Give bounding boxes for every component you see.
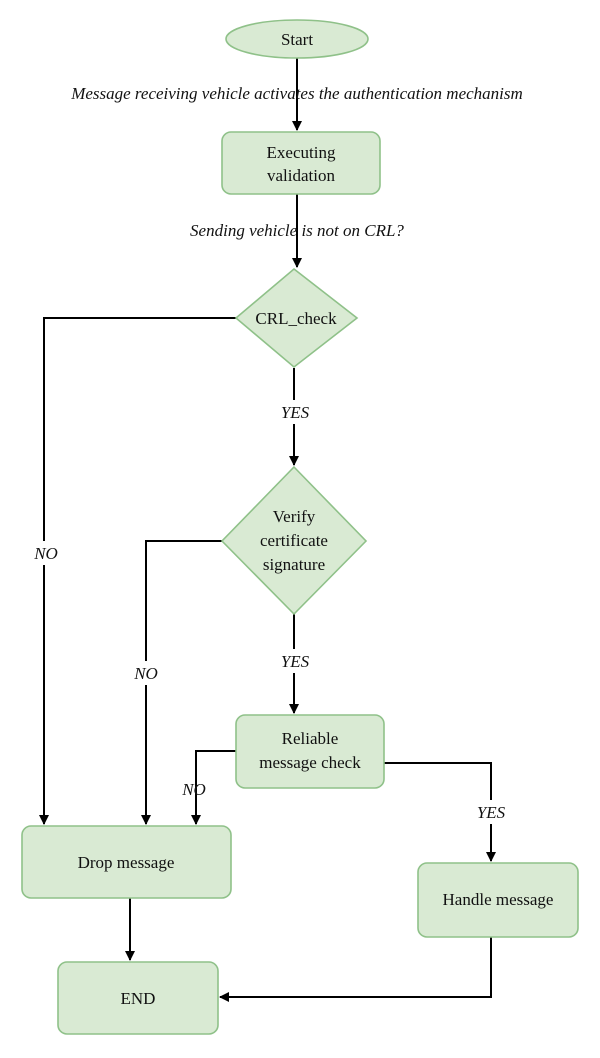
drop-message-label: Drop message <box>78 853 175 872</box>
edge-verify-no <box>141 540 222 825</box>
crl-check-label: CRL_check <box>255 309 337 328</box>
edge-label-reliable-yes: YES <box>477 803 506 822</box>
drop-message-node: Drop message <box>21 825 232 899</box>
edge-label-verify-no: NO <box>133 664 158 683</box>
edge-label-crl-yes: YES <box>281 403 310 422</box>
start-label: Start <box>281 30 313 49</box>
verify-label-line-1: Verify <box>273 507 316 526</box>
executing-validation-label-line-2: validation <box>267 166 335 185</box>
edge-label-crl-no: NO <box>33 544 58 563</box>
executing-validation-label-line-1: Executing <box>267 143 336 162</box>
crl-check-decision: CRL_check <box>234 267 359 369</box>
edge-label-verify-yes: YES <box>281 652 310 671</box>
end-label: END <box>121 989 156 1008</box>
edge-label-start-to-validation: Message receiving vehicle activates the … <box>70 84 523 103</box>
handle-message-node: Handle message <box>417 862 579 938</box>
edge-reliable-yes <box>384 762 496 862</box>
verify-label-line-3: signature <box>263 555 325 574</box>
executing-validation-node: Executing validation <box>221 131 381 195</box>
verify-label-line-2: certificate <box>260 531 328 550</box>
edge-reliable-no <box>191 750 236 825</box>
start-node: Start <box>225 19 369 59</box>
reliable-label-line-2: message check <box>259 753 361 772</box>
edge-handle-to-end <box>219 937 492 1002</box>
edge-label-reliable-no: NO <box>181 780 206 799</box>
edge-crl-no <box>39 317 236 825</box>
reliable-message-check-node: Reliable message check <box>235 714 385 789</box>
handle-message-label: Handle message <box>443 890 554 909</box>
edge-label-validation-to-crl: Sending vehicle is not on CRL? <box>190 221 404 240</box>
reliable-label-line-1: Reliable <box>282 729 339 748</box>
verify-certificate-signature-decision: Verify certificate signature <box>220 465 368 616</box>
end-node: END <box>57 961 219 1035</box>
